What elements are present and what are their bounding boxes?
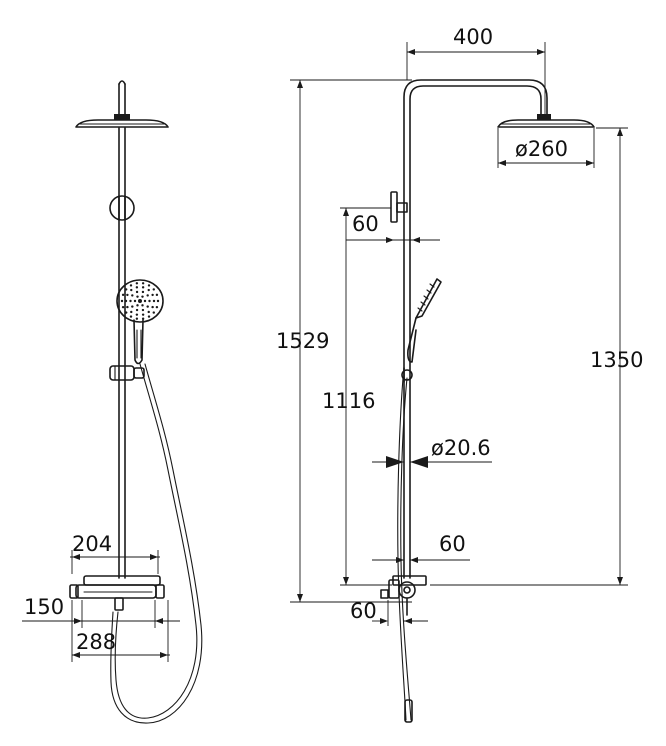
nozzle-dot: [147, 310, 150, 314]
nozzle-dot: [151, 293, 154, 297]
bracket-offset-label: 60: [352, 212, 379, 236]
nozzle-dot: [131, 294, 134, 297]
nozzle-dot: [125, 311, 128, 314]
nozzle-dot: [130, 288, 133, 292]
nozzle-dot: [129, 315, 133, 318]
nozzle-dot: [135, 313, 139, 316]
nozzle-dot: [146, 305, 149, 308]
front-slider-holder: [109, 365, 145, 381]
nozzle-dot: [129, 284, 133, 287]
nozzle-dot: [125, 288, 128, 291]
total-height-label: 1529: [276, 329, 329, 353]
tube-diameter-label: ø20.6: [431, 436, 491, 460]
front-view: 204 150 288: [22, 80, 203, 724]
front-shower-hose: [110, 363, 203, 724]
nozzle-dot: [143, 299, 147, 303]
front-overhead-shower-head: [75, 114, 169, 128]
side-view: 400 ø260 1529 1350 60 1116 ø20.6 60 60: [276, 25, 643, 723]
nozzle-dot: [135, 282, 139, 285]
nozzle-dot: [152, 311, 155, 314]
bar-projection-label: 400: [453, 25, 493, 49]
valve-offset-label: 60: [439, 532, 466, 556]
nozzle-dot: [141, 304, 144, 307]
head-height-label: 1350: [590, 348, 643, 372]
head-diameter-label: ø260: [515, 137, 568, 161]
nozzle-dot: [147, 288, 150, 292]
nozzle-dot: [126, 293, 129, 297]
nozzle-dot: [135, 317, 139, 320]
wall-offset-label: 60: [350, 599, 377, 623]
nozzle-dot: [124, 299, 128, 303]
side-hand-shower: [407, 278, 442, 363]
nozzle-dot: [126, 305, 129, 309]
nozzle-dot: [156, 299, 160, 303]
front-riser-pipe: [118, 80, 126, 579]
nozzle-dot: [148, 299, 151, 303]
nozzle-dot: [130, 310, 133, 314]
side-dimension-lines: [290, 42, 628, 626]
front-thermostatic-valve: [69, 575, 165, 611]
side-overhead-shower-head: [497, 114, 595, 128]
nozzle-dot: [121, 305, 125, 309]
nozzle-dot: [131, 305, 134, 308]
front-width-288-label: 288: [76, 630, 116, 654]
nozzle-dot: [141, 286, 145, 289]
nozzle-dot: [136, 304, 139, 307]
nozzle-dot: [141, 295, 144, 298]
nozzle-dot: [155, 293, 159, 297]
nozzle-dot: [147, 284, 151, 287]
nozzle-dot: [129, 299, 132, 303]
front-hand-shower: [116, 279, 164, 365]
nozzle-dot: [141, 282, 145, 285]
nozzle-dot: [136, 295, 139, 298]
front-width-204-label: 204: [72, 532, 112, 556]
nozzle-dot: [141, 317, 145, 320]
nozzle-dot: [141, 290, 145, 294]
hand-shower-nozzles: [120, 282, 160, 320]
side-riser-and-arm: [403, 79, 548, 579]
front-width-150-label: 150: [24, 595, 64, 619]
nozzle-dot: [138, 299, 142, 303]
side-wall-bracket: [390, 191, 408, 223]
front-dimension-lines: [22, 550, 180, 662]
nozzle-dot: [147, 315, 151, 318]
nozzle-dot: [135, 286, 139, 289]
side-thermostatic-valve: [380, 575, 427, 616]
nozzle-dot: [120, 299, 124, 303]
handle-height-label: 1116: [322, 389, 375, 413]
nozzle-dot: [146, 294, 149, 297]
nozzle-dot: [133, 299, 137, 303]
nozzle-dot: [135, 290, 139, 294]
nozzle-dot: [121, 293, 125, 297]
nozzle-dot: [135, 308, 139, 312]
nozzle-dot: [152, 299, 156, 303]
nozzle-dot: [152, 288, 155, 291]
nozzle-dot: [155, 305, 159, 309]
nozzle-dot: [141, 313, 145, 316]
nozzle-dot: [151, 305, 154, 309]
nozzle-dot: [141, 308, 145, 312]
front-wall-bracket: [109, 195, 135, 221]
